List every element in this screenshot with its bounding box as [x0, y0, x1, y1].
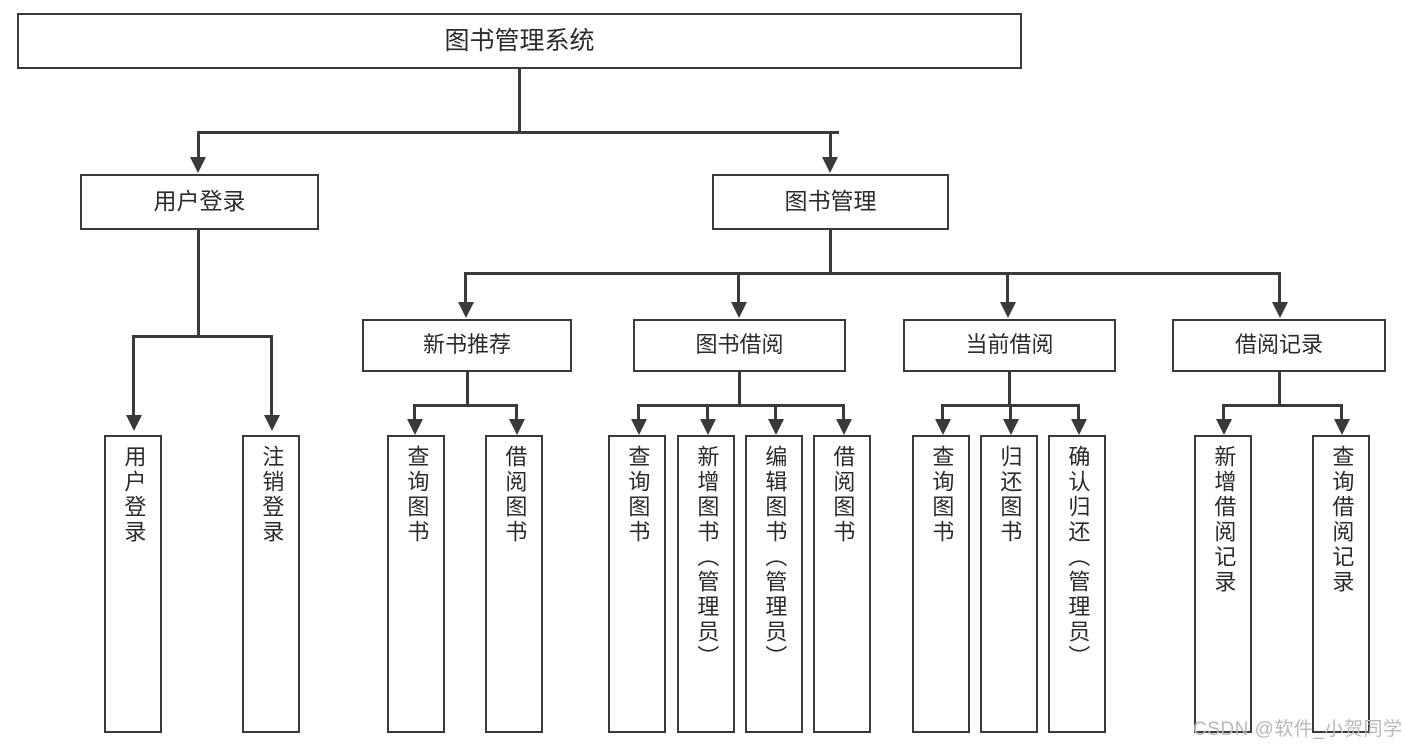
leaf-book-borrow-borrow-book[interactable]: 借阅图书 — [813, 435, 871, 733]
arrow-cb-to-leaf-1 — [935, 419, 951, 435]
connector-user-login-bus — [132, 335, 272, 338]
connector-nb-to-leaf-1 — [413, 404, 416, 423]
connector-book-borrow-stem — [738, 372, 741, 404]
arrow-bb-to-leaf-3 — [768, 419, 784, 435]
node-label: 借阅图书 — [830, 445, 856, 545]
node-label: 借阅记录 — [1234, 332, 1323, 358]
arrow-root-to-book-management — [822, 157, 838, 173]
leaf-borrow-record-query-record[interactable]: 查询借阅记录 — [1312, 435, 1370, 733]
connector-cb-to-leaf-1 — [941, 404, 944, 423]
connector-root-stem — [518, 69, 521, 131]
node-label: 当前借阅 — [965, 332, 1054, 358]
connector-cb-to-leaf-3 — [1077, 404, 1080, 423]
arrow-cb-to-leaf-2 — [1003, 419, 1019, 435]
node-label: 查询图书 — [929, 445, 955, 545]
node-label: 归还图书 — [997, 445, 1023, 545]
connector-bb-to-leaf-1 — [637, 404, 640, 423]
node-label: 图书管理系统 — [444, 27, 595, 55]
arrow-bb-to-leaf-1 — [631, 419, 647, 435]
connector-user-login-stem — [197, 230, 200, 335]
connector-bb-to-leaf-3 — [774, 404, 777, 423]
connector-bb-to-leaf-2 — [706, 404, 709, 423]
node-root-book-management-system[interactable]: 图书管理系统 — [17, 13, 1022, 69]
connector-user-login-to-leaf-2 — [270, 335, 273, 418]
connector-br-to-leaf-1 — [1222, 404, 1225, 423]
connector-root-bus — [197, 131, 839, 134]
arrow-bm-to-borrow-record — [1272, 302, 1288, 318]
node-label: 图书管理 — [784, 188, 877, 215]
connector-book-borrow-bus — [637, 404, 844, 407]
node-label: 图书借阅 — [695, 332, 784, 358]
leaf-borrow-record-add-record[interactable]: 新增借阅记录 — [1194, 435, 1252, 733]
connector-bm-to-current-borrow — [1006, 272, 1009, 304]
leaf-current-borrow-return-book[interactable]: 归还图书 — [980, 435, 1038, 733]
node-label: 编辑图书（管理员） — [762, 445, 788, 670]
arrow-bb-to-leaf-4 — [836, 419, 852, 435]
leaf-current-borrow-confirm-return-admin[interactable]: 确认归还（管理员） — [1048, 435, 1106, 733]
node-book-management[interactable]: 图书管理 — [712, 174, 949, 230]
arrow-bm-to-book-borrow — [731, 302, 747, 318]
connector-root-to-user-login — [197, 131, 200, 159]
connector-br-to-leaf-2 — [1340, 404, 1343, 423]
node-book-borrow[interactable]: 图书借阅 — [633, 319, 846, 372]
connector-user-login-to-leaf-1 — [132, 335, 135, 418]
connector-cb-to-leaf-2 — [1009, 404, 1012, 423]
connector-current-borrow-stem — [1008, 372, 1011, 404]
leaf-user-login-logout[interactable]: 注销登录 — [242, 435, 300, 733]
node-label: 用户登录 — [121, 445, 147, 545]
arrow-user-login-to-leaf-1 — [126, 415, 142, 431]
node-label: 查询图书 — [404, 445, 430, 545]
leaf-book-borrow-edit-book-admin[interactable]: 编辑图书（管理员） — [745, 435, 803, 733]
leaf-new-book-query-book[interactable]: 查询图书 — [387, 435, 445, 733]
connector-bm-to-borrow-record — [1278, 272, 1281, 304]
leaf-book-borrow-query-book[interactable]: 查询图书 — [608, 435, 666, 733]
connector-borrow-record-bus — [1222, 404, 1342, 407]
node-current-borrow[interactable]: 当前借阅 — [903, 319, 1116, 372]
node-label: 用户登录 — [153, 188, 246, 215]
connector-bm-to-book-borrow — [737, 272, 740, 304]
node-label: 新增借阅记录 — [1211, 445, 1237, 595]
node-label: 查询图书 — [625, 445, 651, 545]
arrow-user-login-to-leaf-2 — [264, 415, 280, 431]
node-label: 确认归还（管理员） — [1065, 445, 1091, 670]
arrow-nb-to-leaf-1 — [407, 419, 423, 435]
node-label: 借阅图书 — [502, 445, 528, 545]
arrow-bb-to-leaf-2 — [700, 419, 716, 435]
connector-new-book-stem — [466, 372, 469, 404]
leaf-current-borrow-query-book[interactable]: 查询图书 — [912, 435, 970, 733]
node-user-login[interactable]: 用户登录 — [80, 174, 319, 230]
node-label: 新书推荐 — [422, 332, 511, 358]
connector-bb-to-leaf-4 — [842, 404, 845, 423]
connector-borrow-record-stem — [1278, 372, 1281, 404]
connector-new-book-bus — [413, 404, 518, 407]
node-borrow-record[interactable]: 借阅记录 — [1172, 319, 1386, 372]
connector-book-management-stem — [829, 230, 832, 272]
connector-book-management-bus — [464, 272, 1281, 275]
arrow-cb-to-leaf-3 — [1071, 419, 1087, 435]
arrow-br-to-leaf-2 — [1334, 419, 1350, 435]
arrow-root-to-user-login — [190, 157, 206, 173]
arrow-br-to-leaf-1 — [1216, 419, 1232, 435]
node-label: 新增图书（管理员） — [694, 445, 720, 670]
arrow-nb-to-leaf-2 — [509, 419, 525, 435]
leaf-user-login-login[interactable]: 用户登录 — [104, 435, 162, 733]
node-label: 查询借阅记录 — [1329, 445, 1355, 595]
node-new-book-recommend[interactable]: 新书推荐 — [362, 319, 572, 372]
leaf-book-borrow-add-book-admin[interactable]: 新增图书（管理员） — [677, 435, 735, 733]
connector-bm-to-new-book — [464, 272, 467, 304]
leaf-new-book-borrow-book[interactable]: 借阅图书 — [485, 435, 543, 733]
arrow-bm-to-current-borrow — [1000, 302, 1016, 318]
arrow-bm-to-new-book — [458, 302, 474, 318]
connector-nb-to-leaf-2 — [515, 404, 518, 423]
connector-root-to-book-management — [829, 131, 832, 159]
node-label: 注销登录 — [259, 445, 285, 545]
